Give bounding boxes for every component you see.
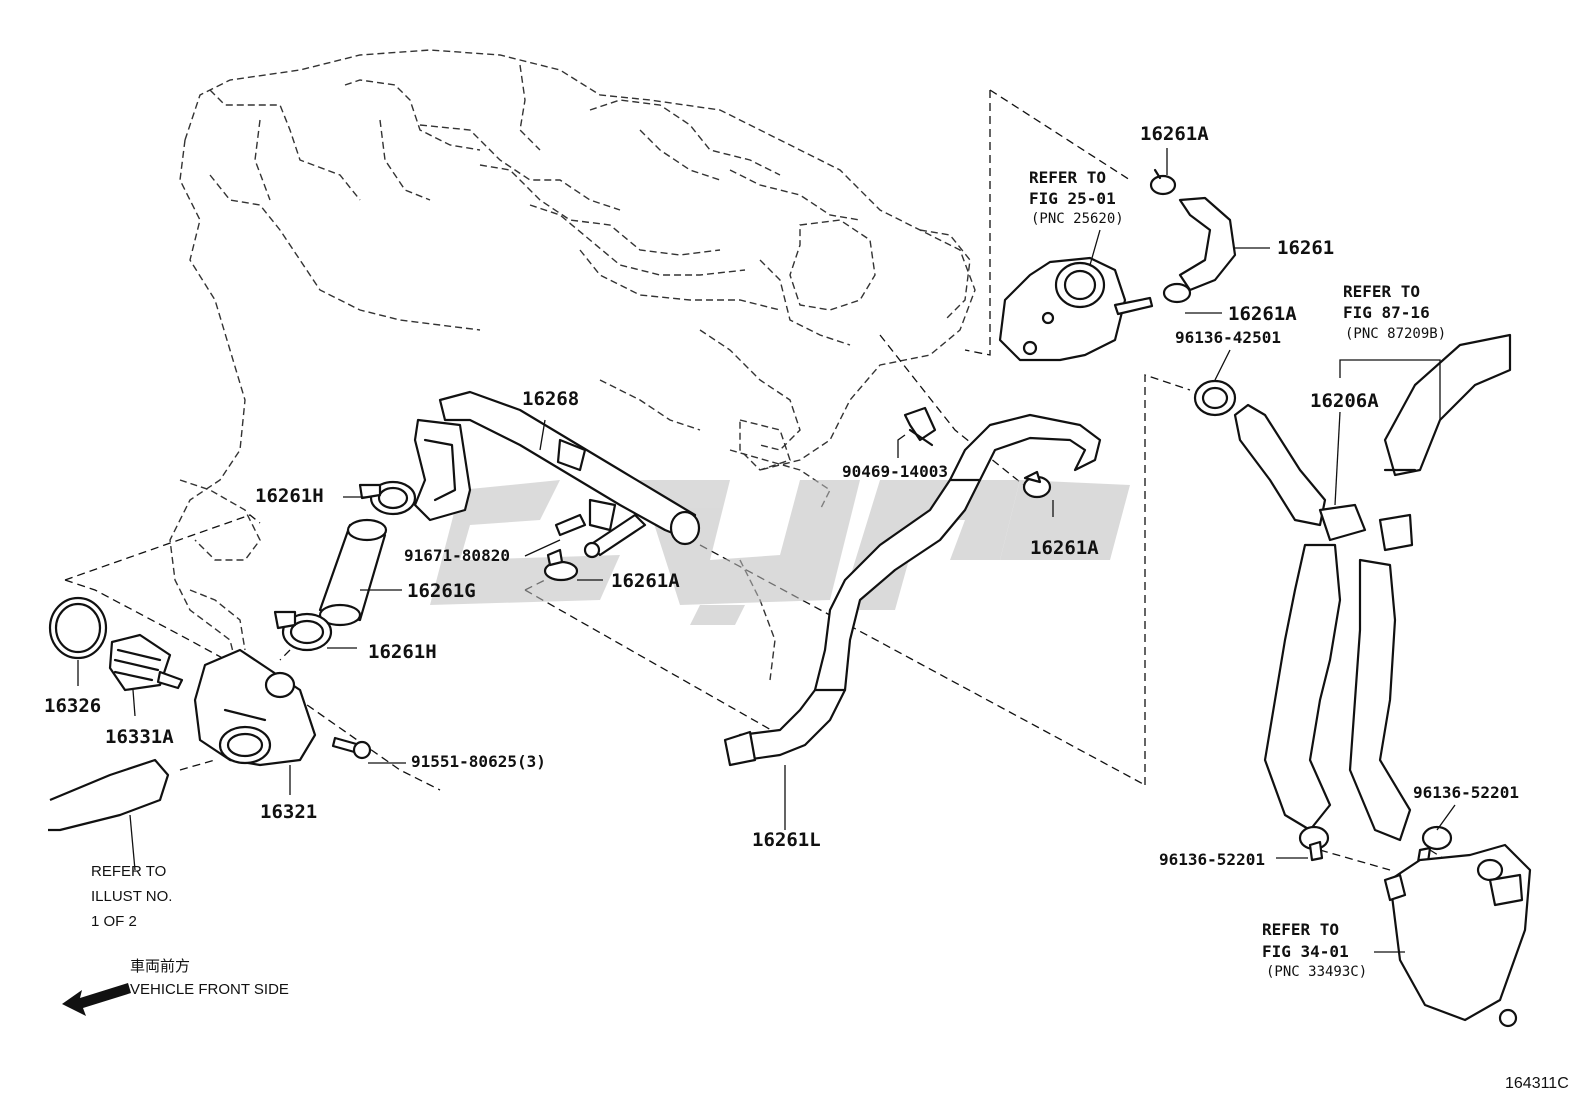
label-16261G[interactable]: 16261G <box>407 580 476 602</box>
refer-illust[interactable]: REFER TO ILLUST NO. 1 OF 2 <box>91 863 172 930</box>
svg-text:FIG 25-01: FIG 25-01 <box>1029 189 1116 208</box>
label-16326[interactable]: 16326 <box>44 695 101 717</box>
vehicle-front-arrow-icon <box>62 983 131 1016</box>
svg-text:(PNC 87209B): (PNC 87209B) <box>1345 326 1446 342</box>
water-bypass-pipe-16268[interactable] <box>413 390 701 546</box>
label-16261A-upper[interactable]: 16261A <box>1228 303 1297 325</box>
label-16268[interactable]: 16268 <box>522 388 579 410</box>
hose-assembly-16206A[interactable] <box>1233 333 1512 842</box>
svg-text:FIG 87-16: FIG 87-16 <box>1343 303 1430 322</box>
vehicle-front-indicator: 車両前方 VEHICLE FRONT SIDE <box>62 958 289 1016</box>
oil-cooler-unit[interactable] <box>1383 843 1532 1028</box>
svg-text:ILLUST NO.: ILLUST NO. <box>91 888 172 905</box>
svg-text:REFER TO: REFER TO <box>91 863 166 880</box>
label-16261H-bottom[interactable]: 16261H <box>368 641 437 663</box>
label-90469-14003[interactable]: 90469-14003 <box>842 462 948 481</box>
label-91671-80820[interactable]: 91671-80820 <box>404 546 510 565</box>
hose-clamp-96136-52201-left[interactable] <box>1298 825 1330 862</box>
svg-text:1 OF 2: 1 OF 2 <box>91 913 137 930</box>
radiator-hose-ref <box>48 758 170 832</box>
refer-fig-87[interactable]: REFER TO FIG 87-16 (PNC 87209B) <box>1343 282 1446 342</box>
vehicle-front-jp: 車両前方 <box>130 958 190 975</box>
watermark-logo <box>430 480 1130 625</box>
leader-lines <box>77 148 1456 953</box>
label-16321[interactable]: 16321 <box>260 801 317 823</box>
label-16261L[interactable]: 16261L <box>752 829 821 851</box>
label-96136-52201-left[interactable]: 96136-52201 <box>1159 850 1265 869</box>
label-16331A[interactable]: 16331A <box>105 726 174 748</box>
svg-text:REFER TO: REFER TO <box>1029 168 1106 187</box>
vehicle-front-en: VEHICLE FRONT SIDE <box>130 981 289 998</box>
hose-clamp-16261A-upper[interactable] <box>1162 282 1192 304</box>
hose-clamp-96136-52201-right[interactable] <box>1416 825 1453 864</box>
label-16261A-top[interactable]: 16261A <box>1140 123 1209 145</box>
part-labels: 16268 16261H 16261G 16261H 91671-80820 1… <box>44 123 1519 869</box>
water-hose-16261L[interactable] <box>723 413 1102 767</box>
hose-clamp-16261H-top[interactable] <box>358 480 417 516</box>
svg-text:REFER TO: REFER TO <box>1262 920 1339 939</box>
diagram-id: 164311C <box>1505 1075 1569 1092</box>
svg-text:(PNC 25620): (PNC 25620) <box>1031 211 1124 227</box>
hose-clamp-16261H-bottom[interactable] <box>273 610 333 652</box>
label-16261[interactable]: 16261 <box>1277 237 1334 259</box>
svg-text:(PNC 33493C): (PNC 33493C) <box>1266 964 1367 980</box>
label-16261A-right[interactable]: 16261A <box>1030 537 1099 559</box>
hose-clamp-96136-42501[interactable] <box>1193 379 1237 417</box>
label-16206A[interactable]: 16206A <box>1310 390 1379 412</box>
svg-text:REFER TO: REFER TO <box>1343 282 1420 301</box>
bolt-91671-80820[interactable] <box>554 513 647 559</box>
water-inlet-16321[interactable] <box>193 648 317 767</box>
clip-90469-14003[interactable] <box>903 406 937 447</box>
hose-clamp-16261A-top[interactable] <box>1149 168 1177 196</box>
label-16261H-top[interactable]: 16261H <box>255 485 324 507</box>
hose-clamp-16261A-mid[interactable] <box>543 548 579 582</box>
hose-clamp-16261A-right[interactable] <box>1022 470 1052 499</box>
thermostat-16331A[interactable] <box>108 633 184 692</box>
bolt-91551-80625[interactable] <box>331 736 372 760</box>
svg-text:FIG 34-01: FIG 34-01 <box>1262 942 1349 961</box>
label-16261A-mid[interactable]: 16261A <box>611 570 680 592</box>
label-96136-52201-right[interactable]: 96136-52201 <box>1413 783 1519 802</box>
label-91551-80625[interactable]: 91551-80625(3) <box>411 752 546 771</box>
water-hose-16261G[interactable] <box>318 518 388 627</box>
gasket-16326[interactable] <box>48 596 108 660</box>
egr-valve-unit[interactable] <box>998 256 1154 362</box>
refer-fig-25[interactable]: REFER TO FIG 25-01 (PNC 25620) <box>1029 168 1124 227</box>
refer-fig-34[interactable]: REFER TO FIG 34-01 (PNC 33493C) <box>1262 920 1367 980</box>
label-96136-42501[interactable]: 96136-42501 <box>1175 328 1281 347</box>
hose-16261[interactable] <box>1178 196 1237 292</box>
